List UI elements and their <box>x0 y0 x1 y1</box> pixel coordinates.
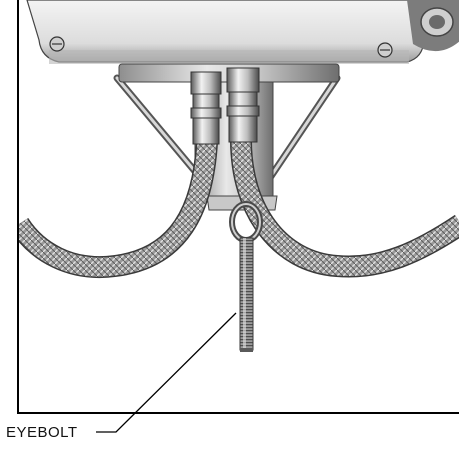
hose-fitting-left <box>190 71 222 145</box>
photo-frame <box>17 0 459 414</box>
hose-right <box>230 139 459 278</box>
enclosure-box <box>26 0 459 64</box>
eyebolt-label: EYEBOLT <box>6 424 78 441</box>
equipment-photo <box>19 0 459 352</box>
eyebolt <box>229 201 263 352</box>
hose-fitting-right <box>226 67 260 143</box>
hose-left <box>19 141 218 279</box>
